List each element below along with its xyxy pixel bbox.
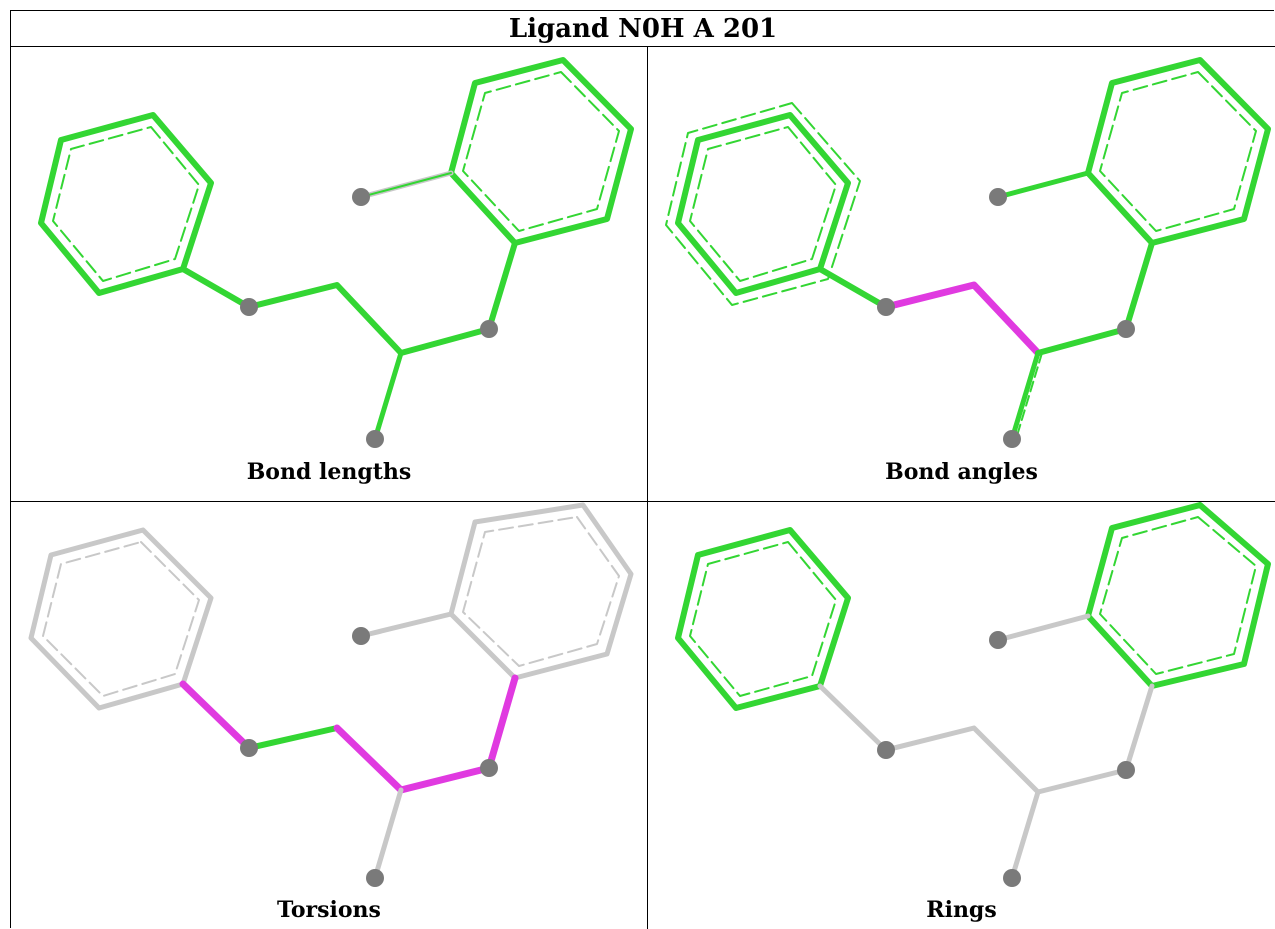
chain-bonds xyxy=(180,240,518,356)
panel-bond-angles: Bond angles xyxy=(648,47,1275,502)
chain-green-left xyxy=(817,266,889,310)
panel-torsions: Torsions xyxy=(11,502,648,929)
atom xyxy=(480,759,498,777)
atom xyxy=(989,631,1007,649)
atom xyxy=(877,298,895,316)
figure-title: Ligand N0H A 201 xyxy=(508,13,778,44)
molecule-bond-angles xyxy=(665,57,1271,448)
molecule-bond-lengths xyxy=(38,57,634,448)
right-ring xyxy=(448,502,634,681)
left-ring xyxy=(38,112,214,296)
left-ring-inner xyxy=(42,541,200,697)
atom xyxy=(352,188,370,206)
right-ring xyxy=(1085,57,1271,246)
methyl-bond-down xyxy=(1009,789,1041,881)
panel-caption: Rings xyxy=(926,897,997,923)
title-row: Ligand N0H A 201 xyxy=(11,11,1275,47)
left-ring-inner xyxy=(52,126,200,282)
panel-rings: Rings xyxy=(648,502,1275,929)
figure-frame: Ligand N0H A 201 xyxy=(10,10,1275,929)
atom xyxy=(1117,320,1135,338)
atom xyxy=(877,741,895,759)
atom xyxy=(366,430,384,448)
left-ring-inner xyxy=(689,126,837,282)
right-ring-inner xyxy=(462,516,620,667)
atom xyxy=(240,298,258,316)
atom xyxy=(366,869,384,887)
panel-caption: Bond lengths xyxy=(246,459,412,485)
atom xyxy=(1003,869,1021,887)
panel-caption: Torsions xyxy=(277,897,381,923)
methyl-bond-left xyxy=(358,611,454,639)
panel-caption: Bond angles xyxy=(885,459,1038,485)
methyl-bond-left xyxy=(995,613,1091,643)
methyl-bond-down xyxy=(372,350,404,442)
left-ring-outer xyxy=(665,102,861,306)
left-ring-inner xyxy=(689,541,837,697)
atom xyxy=(240,739,258,757)
right-ring-inner xyxy=(462,71,620,232)
panel-bond-lengths: Bond lengths xyxy=(11,47,648,502)
torsion-magenta-right xyxy=(333,674,519,794)
methyl-bond-left xyxy=(995,170,1091,200)
right-ring-inner xyxy=(1099,71,1257,232)
torsion-green xyxy=(246,725,340,751)
chain-green-right xyxy=(1035,240,1155,356)
left-ring xyxy=(675,112,851,296)
torsion-magenta-left xyxy=(179,680,253,752)
right-ring xyxy=(1085,502,1271,689)
atom xyxy=(1003,430,1021,448)
molecule-torsions xyxy=(28,502,634,887)
atom xyxy=(480,320,498,338)
atom xyxy=(352,627,370,645)
angle-magenta xyxy=(882,281,1042,357)
methyl-bond-down xyxy=(372,787,404,881)
right-ring xyxy=(448,57,634,246)
atom xyxy=(1117,761,1135,779)
right-ring-inner xyxy=(1099,516,1257,675)
left-ring xyxy=(28,527,214,711)
atom xyxy=(989,188,1007,206)
molecule-rings xyxy=(675,502,1271,887)
left-ring xyxy=(675,527,851,711)
chain-bonds xyxy=(817,683,1155,795)
methyl-bond-down xyxy=(1009,350,1041,442)
